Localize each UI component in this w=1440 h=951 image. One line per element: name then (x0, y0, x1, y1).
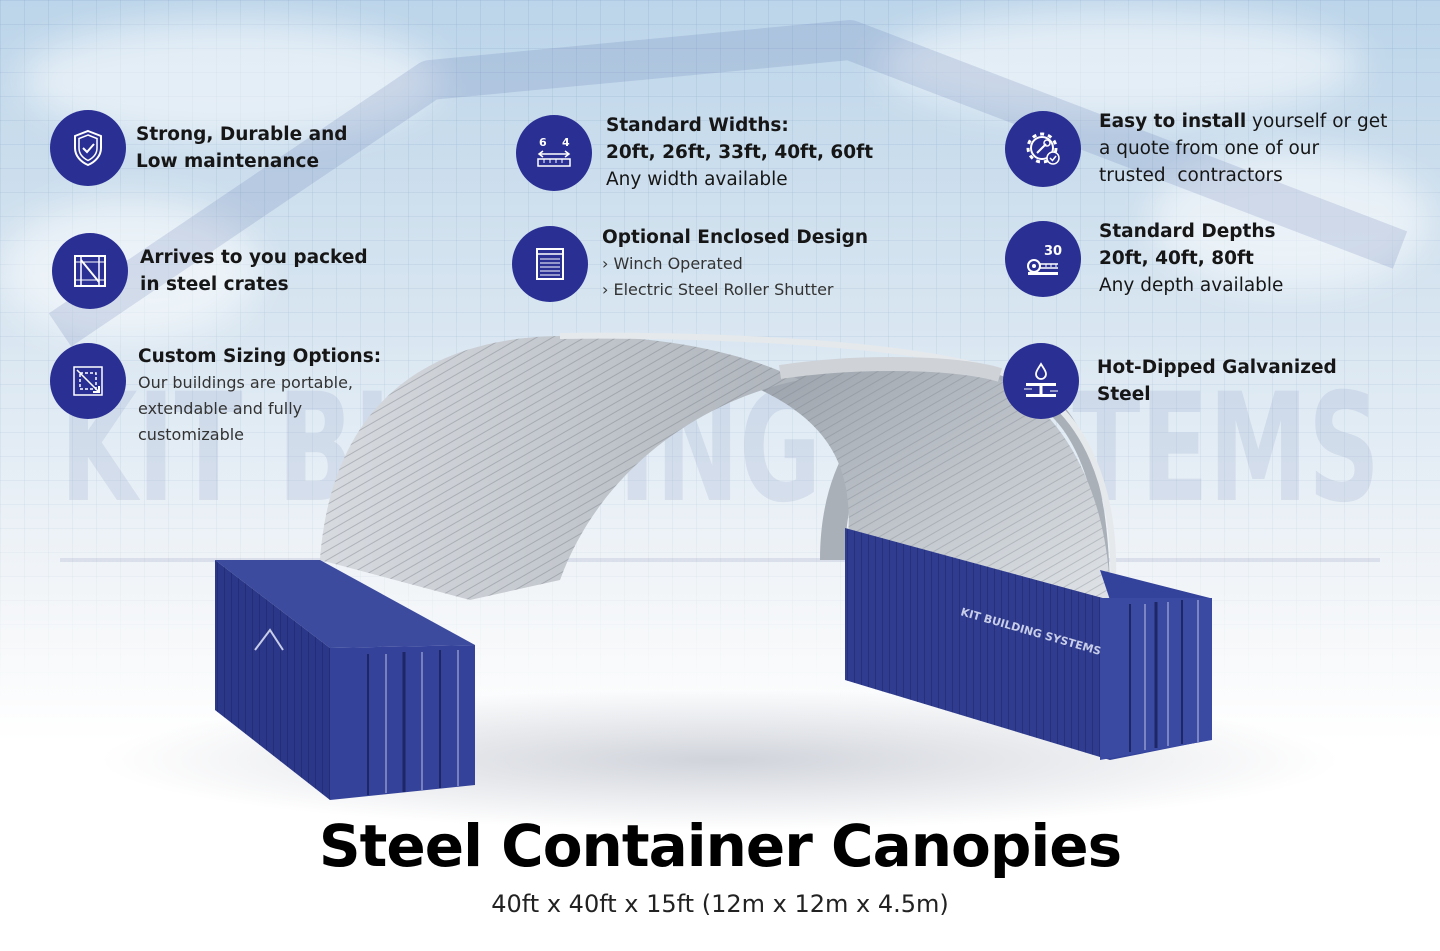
feature-enclosed-heading: Optional Enclosed Design (602, 227, 869, 248)
shield-check-icon (50, 110, 126, 186)
roller-shutter-icon (512, 225, 588, 302)
feature-galvanized-line2: Steel (1097, 384, 1151, 405)
ruler-icon-left-number: 6 (539, 136, 547, 149)
feature-durable: Strong, Durable and Low maintenance (50, 110, 348, 186)
feature-depths-values: 20ft, 40ft, 80ft (1099, 248, 1254, 269)
feature-enclosed-option1: › Winch Operated (602, 254, 743, 273)
tape-icon-number: 30 (1044, 244, 1062, 259)
feature-install-bold: Easy to install (1099, 111, 1247, 132)
feature-crates: Arrives to you packed in steel crates (52, 233, 368, 309)
resize-frame-icon (50, 343, 126, 419)
feature-install: Easy to install yourself or get a quote … (1005, 108, 1387, 189)
crate-icon (52, 233, 128, 309)
cloud (880, 10, 1360, 120)
feature-enclosed-option2: › Electric Steel Roller Shutter (602, 280, 834, 299)
feature-widths-note: Any width available (606, 169, 788, 190)
ruler-width-icon: 6 4 (516, 114, 592, 191)
cloud (0, 200, 260, 340)
feature-crates-line1: Arrives to you packed (140, 247, 368, 268)
feature-install-rest: yourself or get (1246, 111, 1388, 132)
feature-durable-line1: Strong, Durable and (136, 124, 348, 145)
feature-sizing-line1: Our buildings are portable, (138, 373, 353, 392)
feature-galvanized-line1: Hot-Dipped Galvanized (1097, 357, 1337, 378)
feature-durable-line2: Low maintenance (136, 151, 320, 172)
cloud (1150, 150, 1430, 290)
feature-sizing: Custom Sizing Options: Our buildings are… (50, 343, 381, 448)
feature-depths-note: Any depth available (1099, 275, 1284, 296)
feature-install-line2: a quote from one of our (1099, 138, 1320, 159)
feature-widths-heading: Standard Widths: (606, 115, 789, 136)
ruler-icon-right-number: 4 (562, 136, 570, 149)
feature-widths: 6 4 Standard Widths: 20ft, 26ft, 33ft, 4… (516, 112, 873, 193)
feature-install-line3: trusted contractors (1099, 165, 1283, 186)
feature-depths: 30 Standard Depths 20ft, 40ft, 80ft Any … (1005, 218, 1283, 299)
feature-enclosed: Optional Enclosed Design › Winch Operate… (512, 224, 868, 303)
feature-sizing-line3: customizable (138, 425, 245, 444)
feature-galvanized: Hot-Dipped Galvanized Steel (1003, 343, 1337, 419)
page-title: Steel Container Canopies (318, 812, 1122, 880)
feature-widths-values: 20ft, 26ft, 33ft, 40ft, 60ft (606, 142, 874, 163)
tape-measure-icon: 30 (1005, 220, 1081, 297)
page-subtitle: 40ft x 40ft x 15ft (12m x 12m x 4.5m) (491, 890, 949, 918)
left-container (215, 560, 475, 800)
feature-depths-heading: Standard Depths (1099, 221, 1276, 242)
feature-sizing-line2: extendable and fully (138, 399, 303, 418)
feature-sizing-heading: Custom Sizing Options: (138, 346, 382, 367)
feature-crates-line2: in steel crates (140, 274, 289, 295)
right-container: KIT BUILDING SYSTEMS (845, 528, 1212, 760)
gear-wrench-icon (1005, 110, 1081, 187)
galvanized-beam-icon (1003, 343, 1079, 419)
